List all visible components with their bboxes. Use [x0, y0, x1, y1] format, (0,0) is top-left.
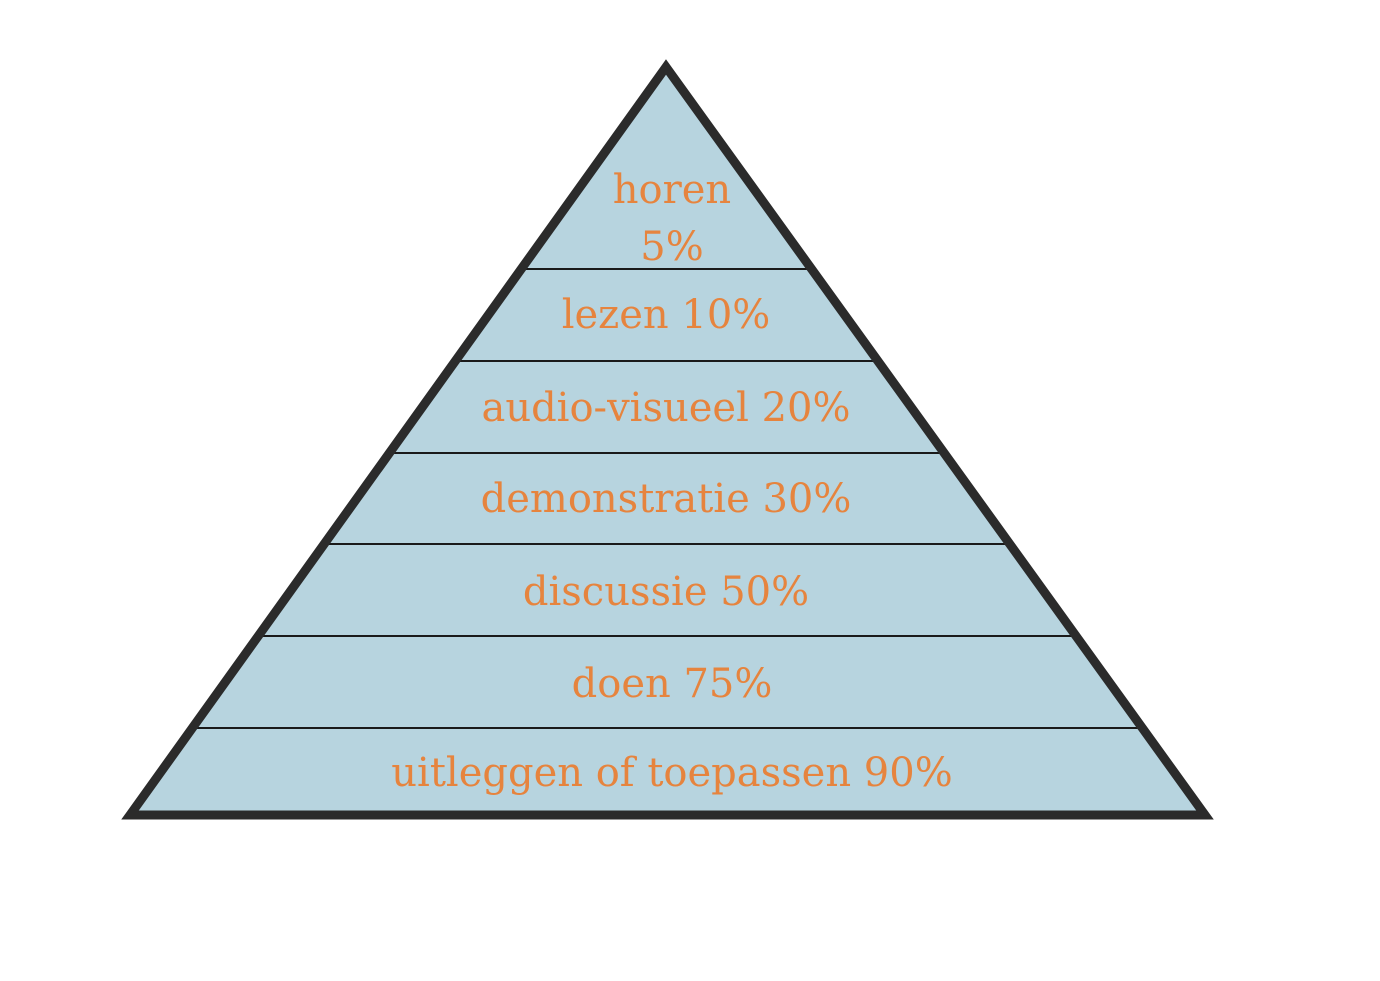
level-label-3: audio-visueel 20% — [481, 385, 850, 431]
pyramid-fill — [130, 67, 1205, 815]
pyramid-outline — [121, 59, 1214, 820]
level-label-1: horen — [613, 167, 731, 213]
level-label-4: demonstratie 30% — [481, 476, 852, 522]
level-dividers — [192, 268, 1143, 729]
level-label-1: 5% — [640, 224, 703, 270]
level-label-2: lezen 10% — [562, 292, 771, 338]
level-label-5: discussie 50% — [523, 569, 809, 615]
level-label-6: doen 75% — [572, 661, 773, 707]
level-label-7: uitleggen of toepassen 90% — [391, 750, 952, 796]
level-labels: horen 5% lezen 10% audio-visueel 20% demonst… — [391, 167, 952, 796]
